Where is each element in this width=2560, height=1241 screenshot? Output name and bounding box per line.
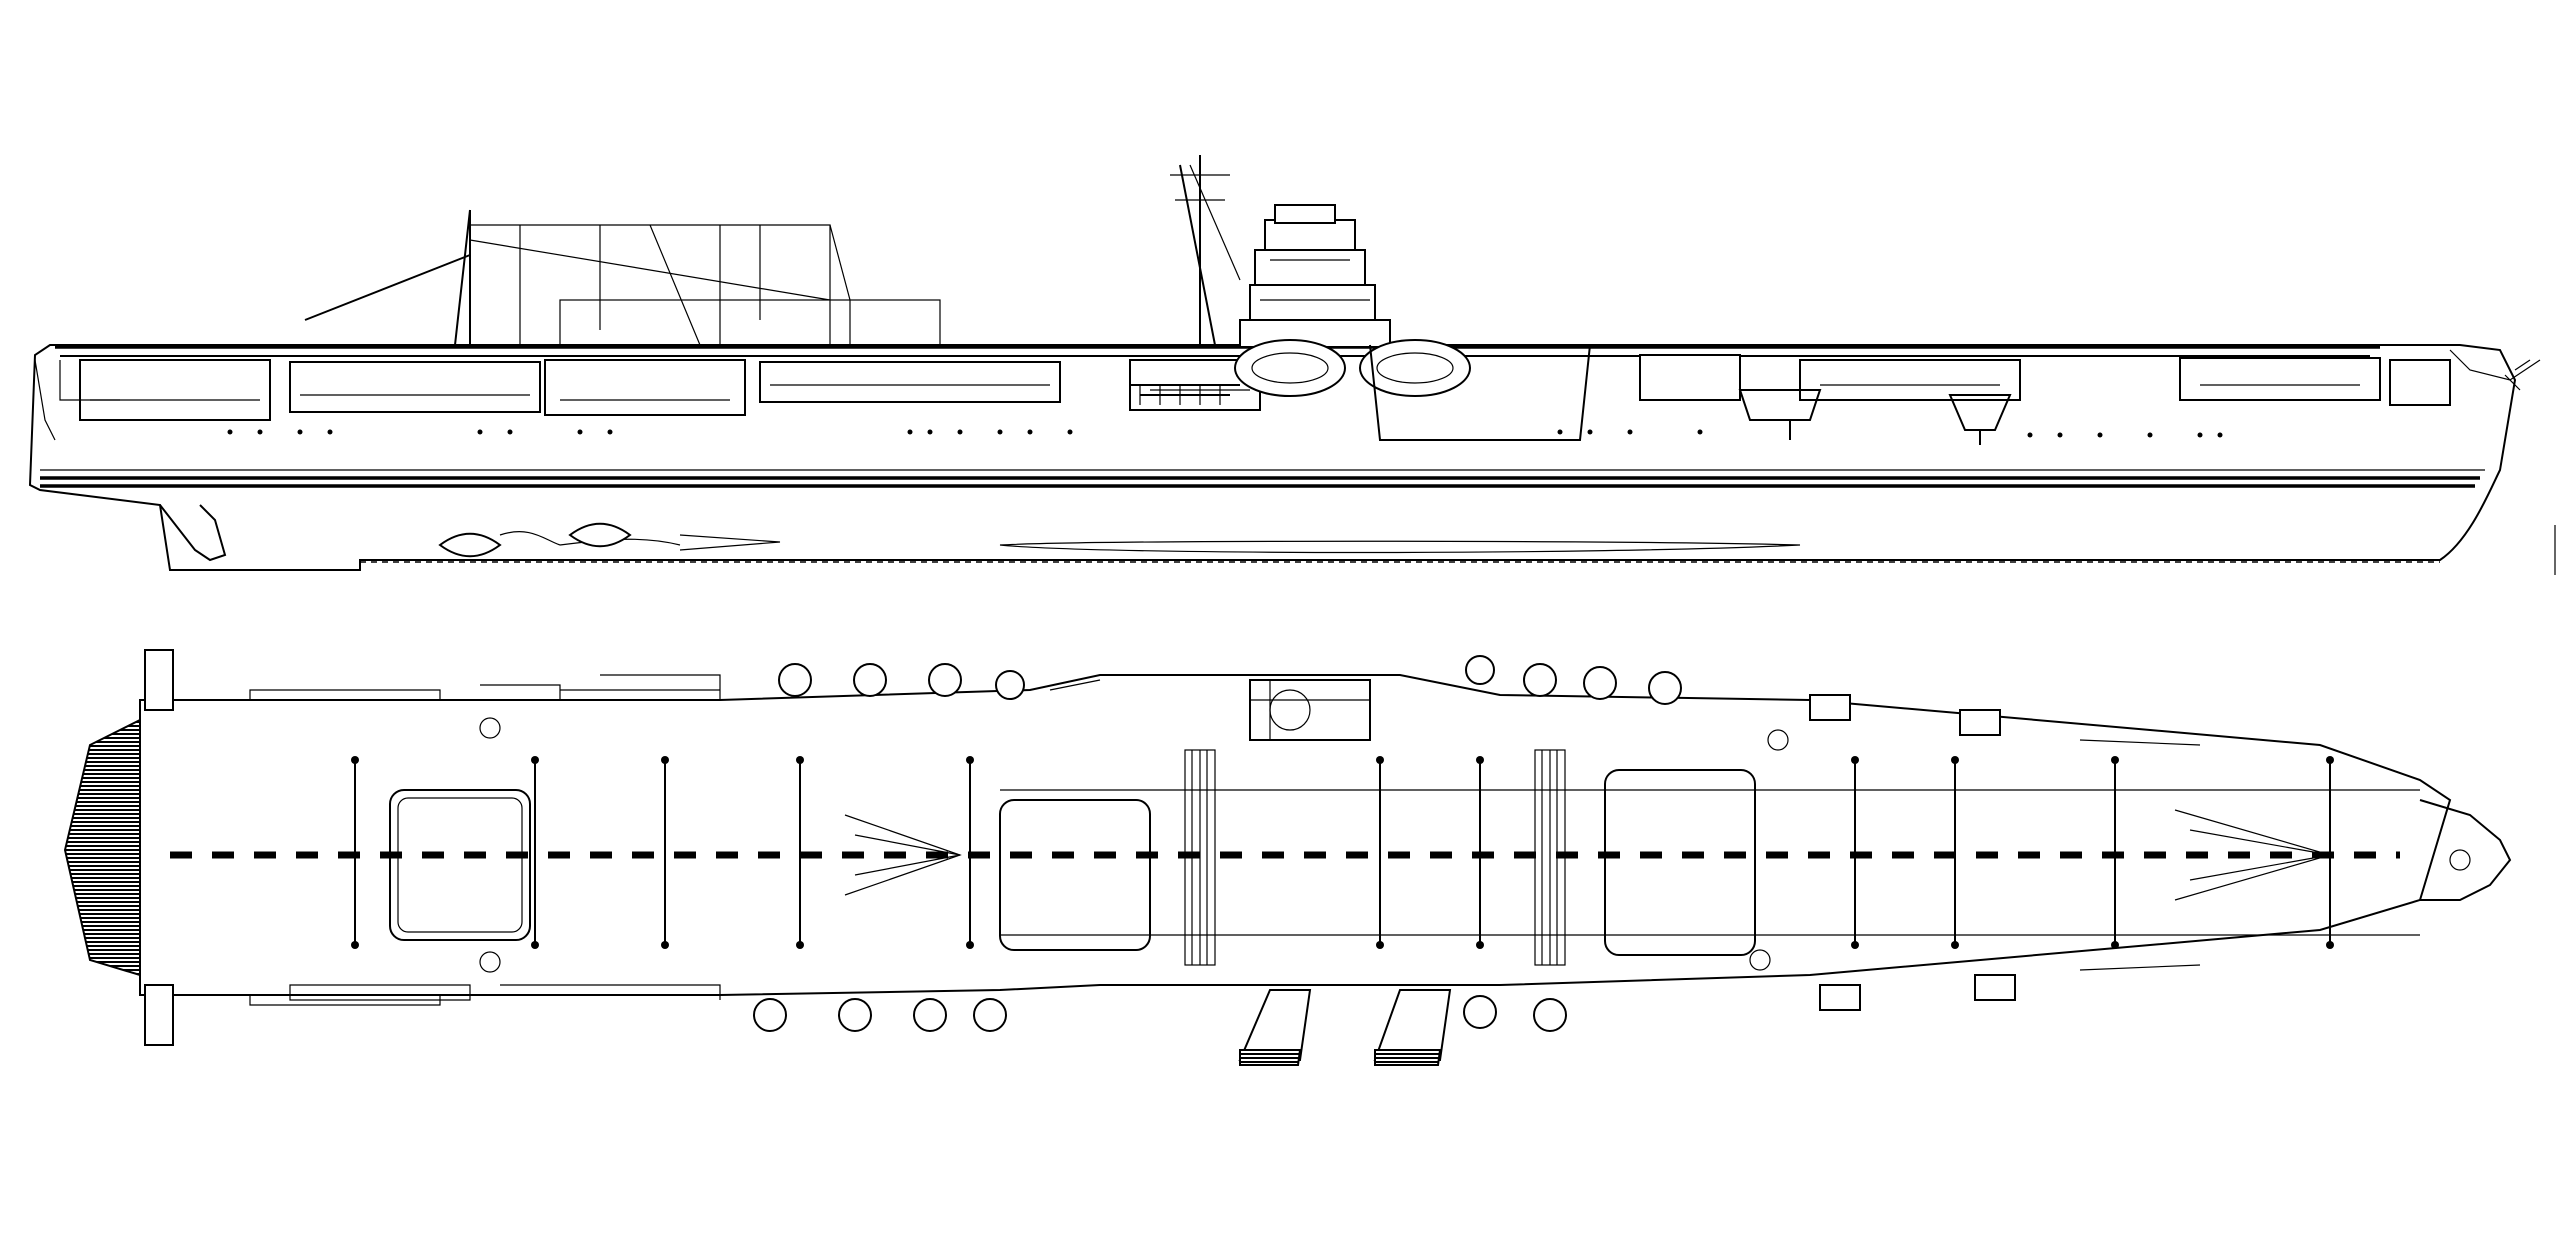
gun-sponsons-top xyxy=(480,655,2001,736)
crash-barriers xyxy=(1184,749,1566,966)
stern-post-top xyxy=(144,649,174,711)
edge-gallery-detail xyxy=(249,679,2201,1006)
gun-sponsons-bottom xyxy=(289,974,2016,1032)
deck-vents xyxy=(479,717,1789,973)
side-profile-view xyxy=(28,155,2541,571)
arrester-wire-ends xyxy=(351,756,2334,949)
island-footprint xyxy=(1249,679,1371,741)
stern-crane-rigging xyxy=(304,209,941,346)
funnel-uptakes xyxy=(1238,989,1452,1066)
plan-view xyxy=(63,649,2512,1066)
aft-elevator xyxy=(389,789,531,941)
mid-deck-platforms xyxy=(1130,384,2012,445)
stern-post-bottom xyxy=(144,984,174,1046)
bow-tip xyxy=(2419,799,2512,901)
stern-detail xyxy=(34,359,120,441)
mid-elevator xyxy=(999,799,1151,951)
bow-detail xyxy=(2449,349,2541,391)
island-superstructure xyxy=(1170,155,1391,348)
arrester-wires xyxy=(354,760,2331,945)
aft-elevator-inner xyxy=(397,797,523,933)
funnel-housings xyxy=(1234,339,1591,441)
bilge-keel xyxy=(999,540,1801,554)
portholes xyxy=(227,429,2223,438)
hull-outline xyxy=(28,344,2517,571)
stern-round-down xyxy=(63,718,141,977)
fwd-elevator xyxy=(1604,769,1756,956)
bow-capstan xyxy=(2449,849,2471,871)
landing-guide-wedges xyxy=(844,809,2333,901)
rudder-propeller xyxy=(159,504,781,562)
flight-deck-outline xyxy=(139,674,2452,996)
